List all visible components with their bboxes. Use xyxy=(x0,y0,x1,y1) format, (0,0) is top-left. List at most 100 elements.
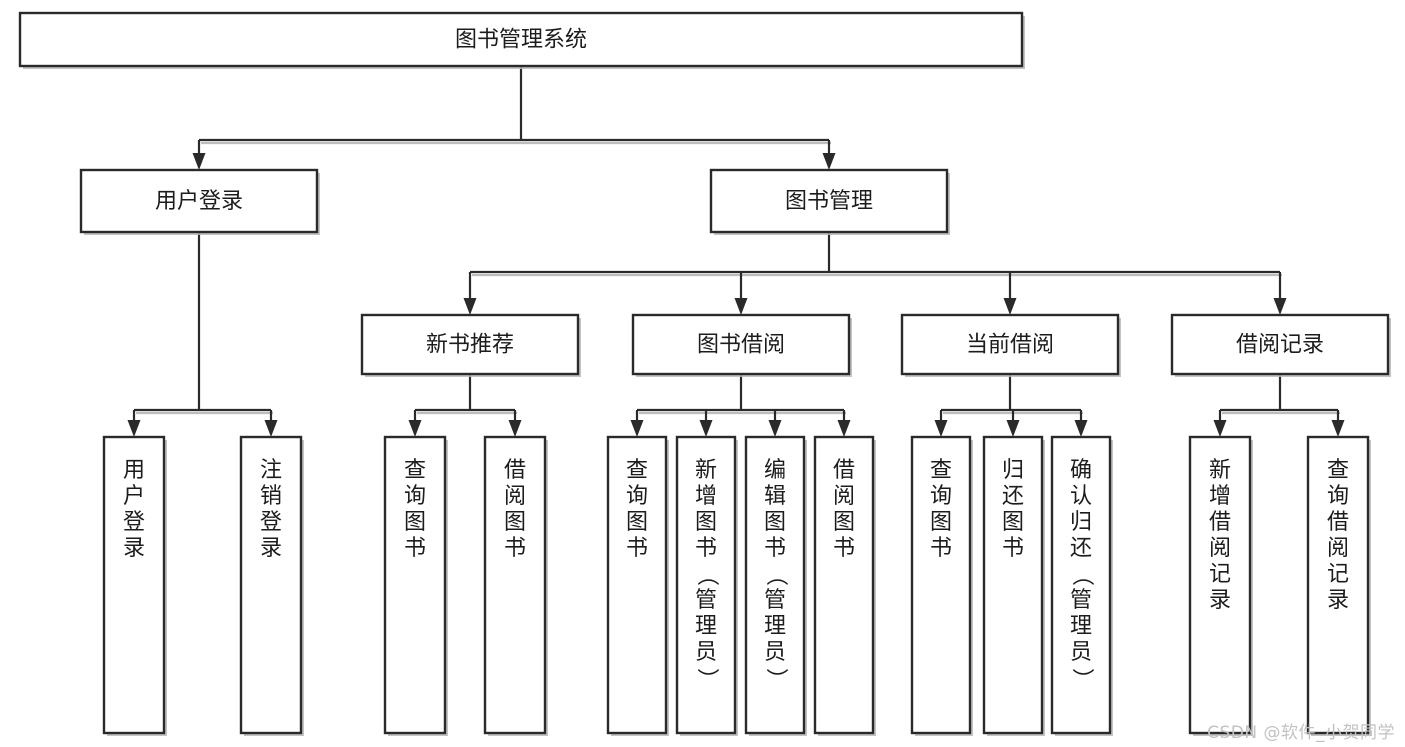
arrow-head-icon xyxy=(408,420,422,437)
node-user-login[interactable]: 用户登录 xyxy=(79,168,320,235)
leaf-label-char: 记 xyxy=(1209,562,1231,587)
leaf-label-char: 归 xyxy=(1070,510,1092,535)
leaf-label-char: 查 xyxy=(1327,458,1349,483)
arrow-head-icon xyxy=(699,420,713,437)
arrow-head-icon xyxy=(934,420,948,437)
nodes-layer: 图书管理系统用户登录图书管理新书推荐图书借阅当前借阅借阅记录用户登录注销登录查询… xyxy=(18,11,1391,736)
node-book-borrow[interactable]: 图书借阅 xyxy=(631,313,852,377)
leaf-label-char: 增 xyxy=(1209,484,1231,509)
leaf-label-char: 书 xyxy=(504,536,526,561)
leaf-label-char: 图 xyxy=(764,510,786,535)
arrow-head-icon xyxy=(1074,420,1088,437)
node-label: 当前借阅 xyxy=(966,333,1054,358)
leaf-label-char: 员 xyxy=(1070,640,1092,665)
leaf-label-char: 图 xyxy=(930,510,952,535)
node-borrow-record[interactable]: 借阅记录 xyxy=(1170,313,1391,377)
arrow-head-icon xyxy=(192,153,206,170)
leaf-label-char: 注 xyxy=(260,458,282,483)
leaf-label-char: 阅 xyxy=(504,484,526,509)
leaf-label-char: 询 xyxy=(626,484,648,509)
leaf-label-char: 图 xyxy=(626,510,648,535)
node-label: 图书管理系统 xyxy=(455,28,587,53)
leaf-label-char: （ xyxy=(694,564,719,586)
leaf-label-char: 销 xyxy=(260,484,282,509)
leaf-label-char: 归 xyxy=(1002,458,1024,483)
arrow-head-icon xyxy=(1273,298,1287,315)
leaf-label-char: 借 xyxy=(1327,510,1349,535)
leaf-label-char: 辑 xyxy=(764,484,786,509)
edge-group-new-book-recommend xyxy=(408,374,522,437)
leaf-label-char: 新 xyxy=(1209,458,1231,483)
edges-layer xyxy=(127,66,1345,437)
leaf-label-char: 录 xyxy=(1209,588,1231,613)
arrow-head-icon xyxy=(1213,420,1227,437)
leaf-label-char: 借 xyxy=(833,458,855,483)
leaf-label-char: 书 xyxy=(695,536,717,561)
node-label: 借阅记录 xyxy=(1236,333,1324,358)
leaf-label-char: ） xyxy=(694,668,719,690)
edge-group-book-borrow xyxy=(630,374,851,437)
leaf-label-char: 图 xyxy=(695,510,717,535)
edge-group-book-manage xyxy=(463,232,1287,315)
leaf-label-char: 确 xyxy=(1070,458,1092,483)
leaf-label-char: 理 xyxy=(1070,614,1092,639)
leaf-label-char: 用 xyxy=(123,458,145,483)
leaf-label-char: 录 xyxy=(123,536,145,561)
leaf-label-char: 阅 xyxy=(1209,536,1231,561)
leaf-label-char: （ xyxy=(763,564,788,586)
node-label: 新书推荐 xyxy=(426,333,514,358)
watermark-label: CSDN @软件_小贺同学 xyxy=(1207,723,1395,743)
leaf-label-char: 书 xyxy=(833,536,855,561)
node-new-book-recommend[interactable]: 新书推荐 xyxy=(360,313,581,377)
arrow-head-icon xyxy=(508,420,522,437)
edge-group-borrow-record xyxy=(1213,374,1345,437)
node-label: 图书借阅 xyxy=(697,333,785,358)
leaf-label-char: 询 xyxy=(1327,484,1349,509)
arrow-head-icon xyxy=(734,298,748,315)
leaf-label-char: 借 xyxy=(1209,510,1231,535)
leaf-label-char: 查 xyxy=(930,458,952,483)
leaf-label-char: 户 xyxy=(123,484,145,509)
arrow-head-icon xyxy=(630,420,644,437)
node-root[interactable]: 图书管理系统 xyxy=(18,11,1025,69)
leaf-label-char: 书 xyxy=(764,536,786,561)
leaf-label-char: 登 xyxy=(123,510,145,535)
leaf-label-char: 书 xyxy=(404,536,426,561)
leaf-label-char: 编 xyxy=(764,458,786,483)
leaf-label-char: 书 xyxy=(1002,536,1024,561)
leaf-label-char: 员 xyxy=(695,640,717,665)
node-label: 用户登录 xyxy=(155,189,243,214)
leaf-label-char: 书 xyxy=(930,536,952,561)
leaf-label-char: 管 xyxy=(695,588,717,613)
node-book-manage[interactable]: 图书管理 xyxy=(709,168,950,235)
arrow-head-icon xyxy=(837,420,851,437)
leaf-label-char: 还 xyxy=(1070,536,1092,561)
leaf-label-char: 还 xyxy=(1002,484,1024,509)
leaf-label-char: 询 xyxy=(930,484,952,509)
node-leaf-user-login[interactable]: 用户登录 xyxy=(102,435,167,736)
node-current-borrow[interactable]: 当前借阅 xyxy=(900,313,1121,377)
leaf-label-char: 管 xyxy=(1070,588,1092,613)
leaf-label-char: 阅 xyxy=(1327,536,1349,561)
arrow-head-icon xyxy=(822,153,836,170)
arrow-head-icon xyxy=(768,420,782,437)
leaf-label-char: 图 xyxy=(504,510,526,535)
leaf-label-char: 图 xyxy=(404,510,426,535)
leaf-label-char: 理 xyxy=(764,614,786,639)
leaf-label-char: 管 xyxy=(764,588,786,613)
leaf-label-char: 阅 xyxy=(833,484,855,509)
